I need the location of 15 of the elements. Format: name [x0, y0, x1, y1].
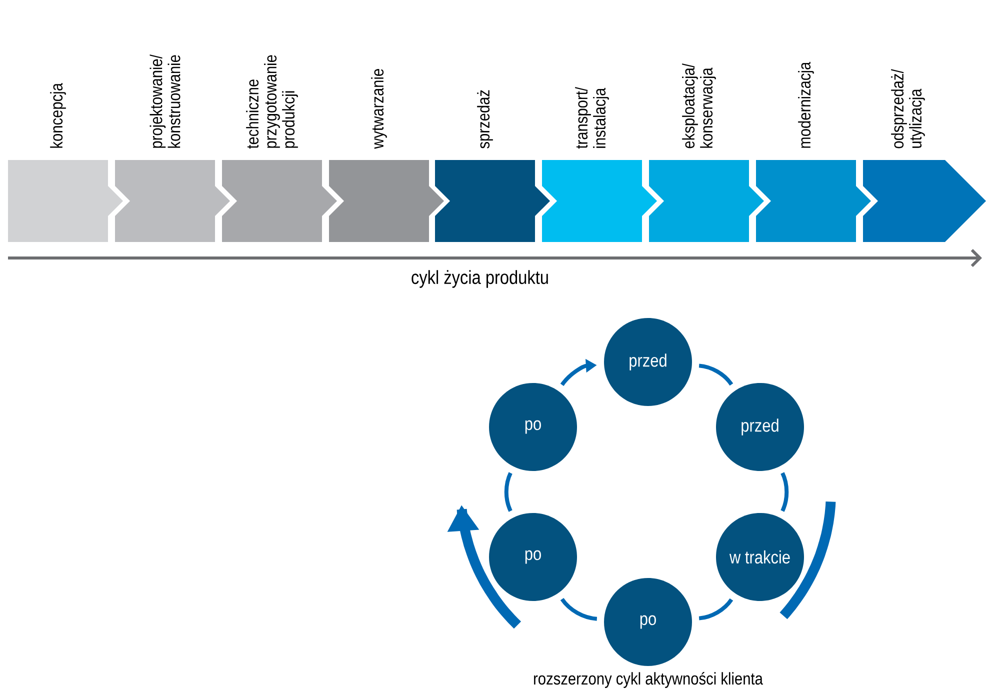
node-label: sprzedaż — [477, 90, 493, 148]
node-label: techniczne przygotowanie produkcji — [246, 55, 298, 149]
node-label: projektowanie/ konstruowanie — [150, 54, 180, 148]
node-label: modernizacja — [798, 62, 814, 148]
connector-arc — [780, 472, 789, 512]
connector-arc — [560, 598, 598, 621]
node-label: eksploatacja/ konserwacja — [682, 63, 716, 148]
connector-arc — [504, 472, 512, 512]
connector-arc — [698, 364, 734, 386]
node-label: wytwarzanie — [371, 69, 387, 149]
node-label: koncepcja — [50, 82, 66, 148]
node-label: transport/ instalacja — [575, 87, 609, 149]
connector-arc — [698, 598, 734, 620]
node-label: odsprzedaż/ utylizacja — [891, 69, 925, 148]
axis-label: cykl życia produktu — [412, 270, 548, 288]
